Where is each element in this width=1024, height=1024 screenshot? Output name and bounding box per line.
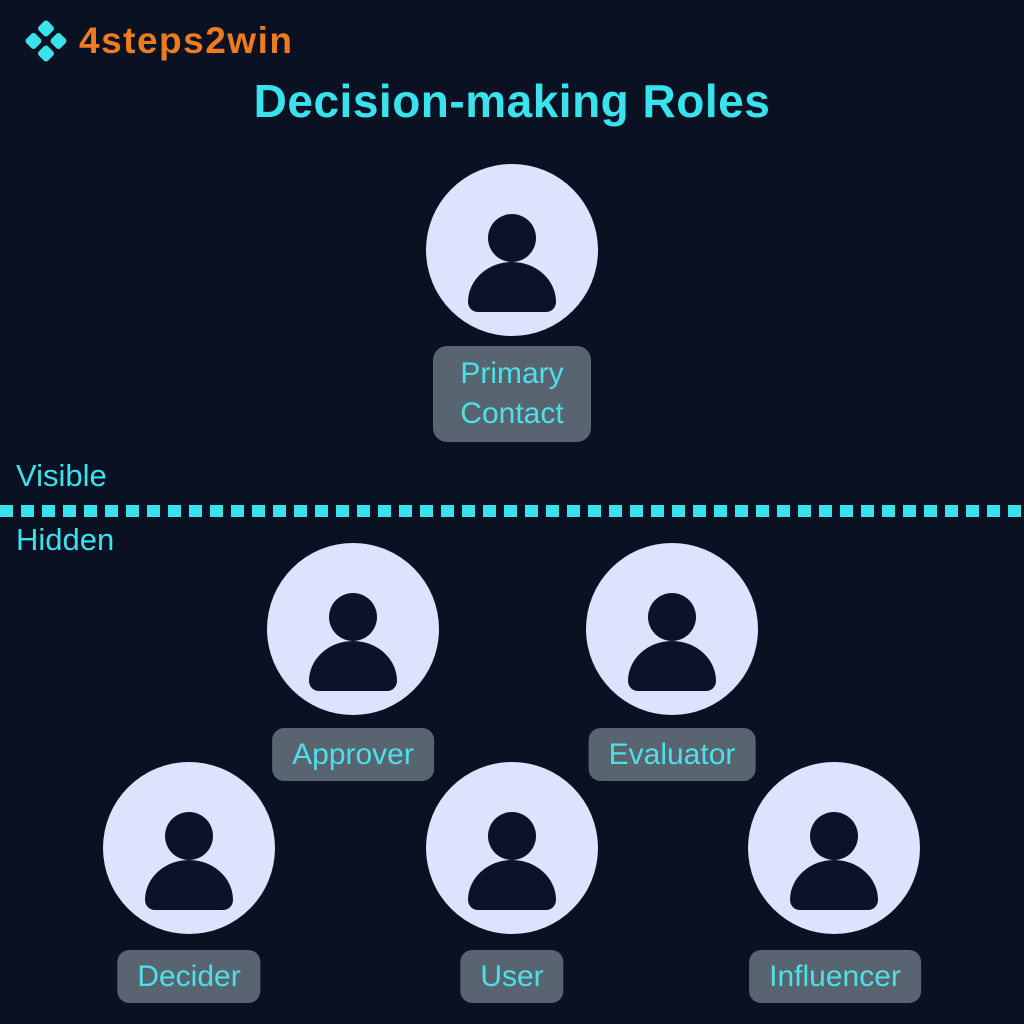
- person-icon: [426, 762, 598, 934]
- brand-name: 4steps2win: [79, 20, 294, 61]
- avatar-user: [426, 762, 598, 934]
- brand-logo: 4steps2win: [24, 19, 293, 63]
- person-icon: [748, 762, 920, 934]
- person-icon: [586, 543, 758, 715]
- role-label-approver: Approver: [272, 728, 434, 781]
- dashed-divider: [0, 505, 1024, 517]
- role-label-evaluator: Evaluator: [588, 728, 756, 781]
- avatar-evaluator: [586, 543, 758, 715]
- role-label-user: User: [460, 950, 564, 1003]
- person-icon: [426, 164, 598, 336]
- tier-label-hidden: Hidden: [16, 522, 115, 557]
- avatar-influencer: [748, 762, 920, 934]
- avatar-approver: [267, 543, 439, 715]
- tier-label-visible: Visible: [16, 458, 107, 493]
- person-icon: [103, 762, 275, 934]
- avatar-primary-contact: [426, 164, 598, 336]
- person-icon: [267, 543, 439, 715]
- role-label-influencer: Influencer: [749, 950, 921, 1003]
- role-label-primary-contact: Primary Contact: [433, 346, 591, 442]
- page-title: Decision-making Roles: [253, 75, 771, 127]
- four-diamonds-logo-icon: [24, 19, 68, 63]
- avatar-decider: [103, 762, 275, 934]
- role-label-decider: Decider: [117, 950, 261, 1003]
